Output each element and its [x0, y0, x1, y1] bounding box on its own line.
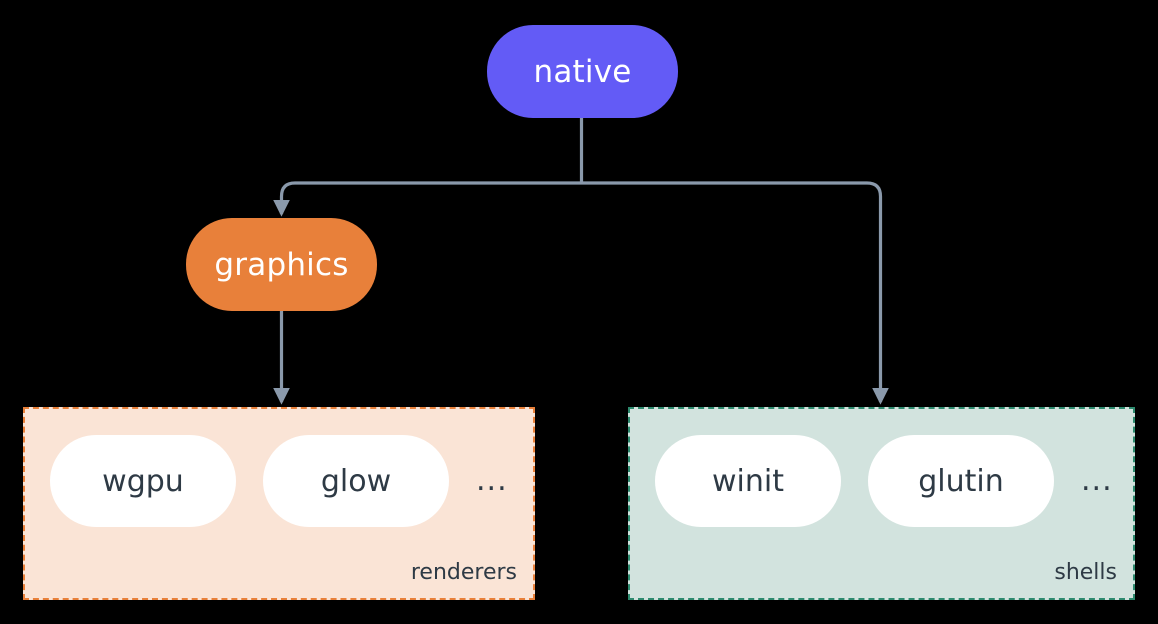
renderers-overflow-ellipsis: ...	[476, 463, 508, 498]
edge-native-to-shells	[581, 181, 889, 405]
node-graphics[interactable]: graphics	[186, 218, 377, 311]
pill-glow-label: glow	[320, 463, 392, 499]
pill-glutin[interactable]: glutin	[868, 435, 1054, 527]
node-graphics-label: graphics	[214, 246, 349, 283]
renderers-pill-row: wgpu glow ...	[25, 435, 533, 527]
group-shells-label: shells	[1054, 560, 1117, 585]
group-shells: winit glutin ... shells	[628, 407, 1135, 600]
shells-overflow-ellipsis: ...	[1081, 463, 1113, 498]
pill-winit-label: winit	[712, 463, 784, 499]
edge-native-to-graphics	[273, 181, 582, 217]
group-renderers: wgpu glow ... renderers	[23, 407, 535, 600]
node-native-label: native	[533, 53, 632, 90]
shells-pill-row: winit glutin ...	[630, 435, 1133, 527]
pill-glow[interactable]: glow	[263, 435, 449, 527]
node-native[interactable]: native	[487, 25, 678, 118]
pill-glutin-label: glutin	[918, 463, 1004, 499]
pill-wgpu-label: wgpu	[102, 463, 184, 499]
group-renderers-label: renderers	[410, 560, 517, 585]
pill-wgpu[interactable]: wgpu	[50, 435, 236, 527]
pill-winit[interactable]: winit	[655, 435, 841, 527]
